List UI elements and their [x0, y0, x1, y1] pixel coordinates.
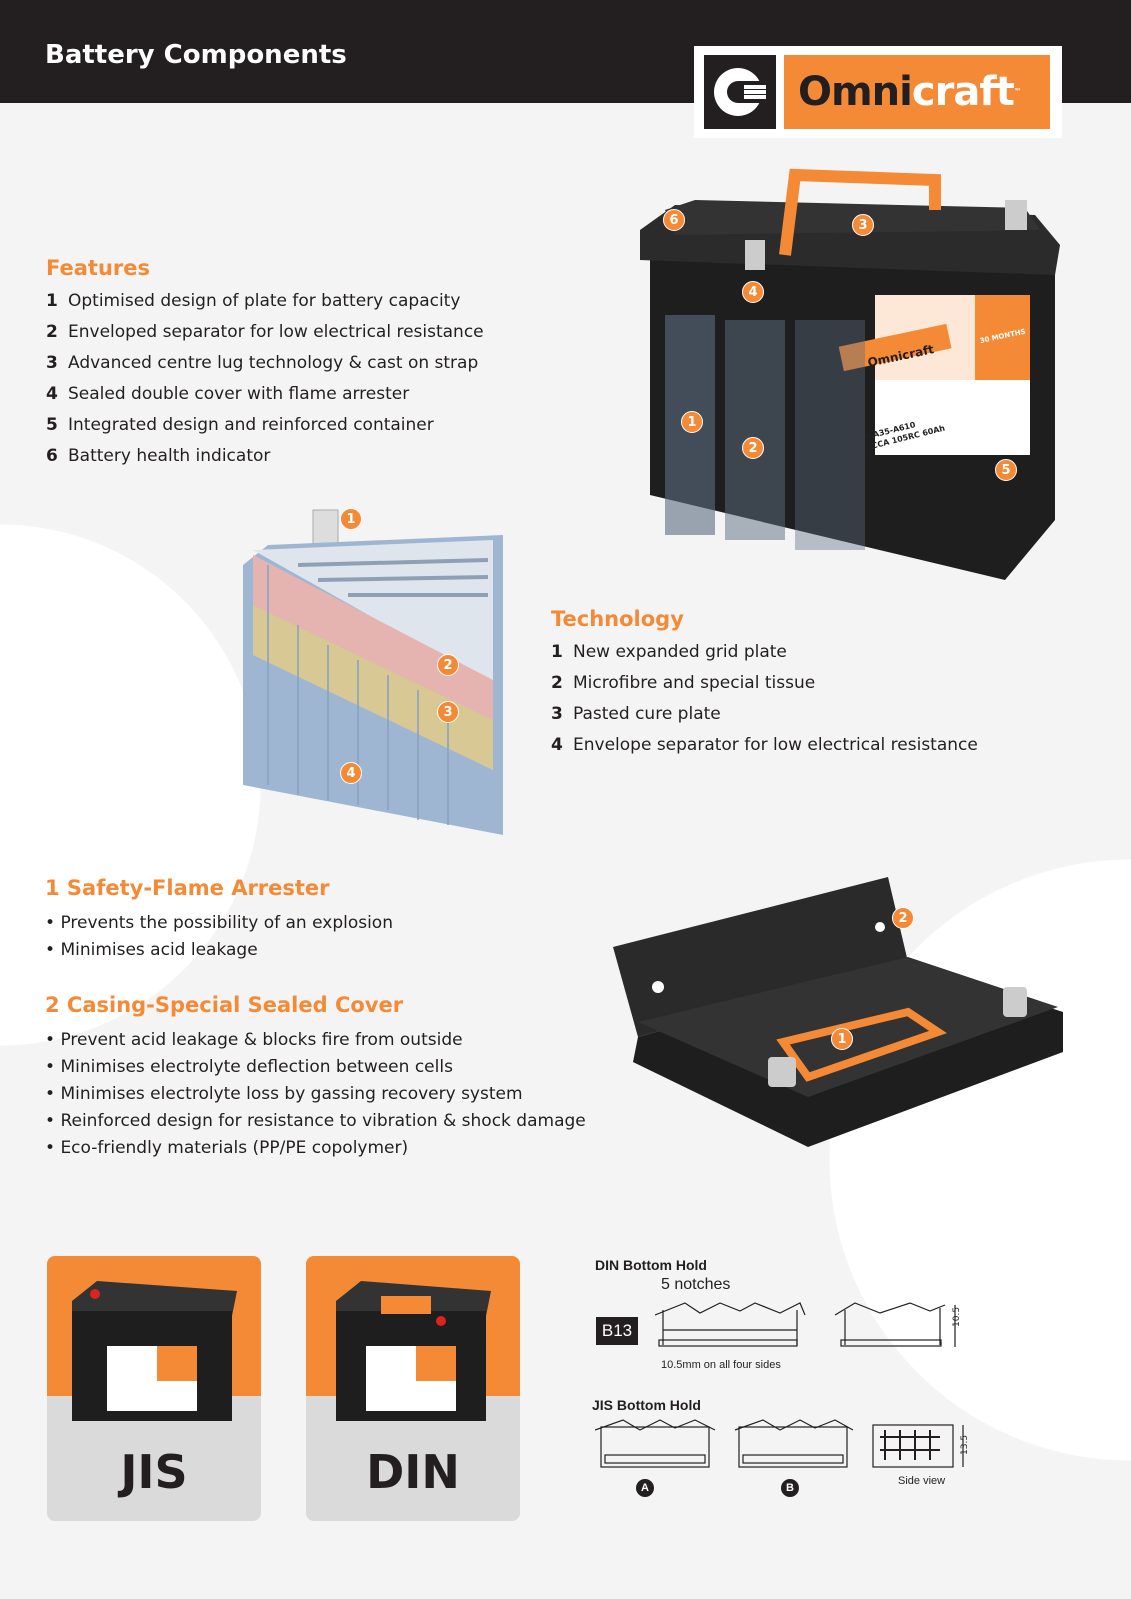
safety-title: 1 Safety-Flame Arrester: [45, 876, 330, 900]
list-item: Prevents the possibility of an explosion: [45, 913, 393, 940]
din-battery-image: [336, 1281, 491, 1421]
list-item: Reinforced design for resistance to vibr…: [45, 1111, 585, 1138]
jis-variant-a-marker: A: [636, 1479, 654, 1497]
svg-text:13.5: 13.5: [960, 1435, 970, 1455]
plate-image: [243, 509, 503, 835]
callout-badge: 2: [892, 907, 914, 929]
list-item: Minimises acid leakage: [45, 940, 393, 967]
list-item: Minimises electrolyte deflection between…: [45, 1057, 586, 1084]
list-item: Minimises electrolyte loss by gassing re…: [45, 1084, 586, 1111]
callout-badge: 4: [340, 762, 362, 784]
page-title: Battery Components: [45, 40, 347, 70]
jis-hold-drawing: 13.5: [595, 1419, 970, 1468]
svg-text:10.5: 10.5: [952, 1307, 962, 1327]
din-code-badge: B13: [596, 1317, 638, 1345]
callout-badge: 1: [340, 508, 362, 530]
jis-variant-b-marker: B: [781, 1479, 799, 1497]
omnicraft-logo: Omnicraft™: [694, 46, 1062, 138]
din-note: 10.5mm on all four sides: [661, 1359, 781, 1371]
callout-badge: 4: [742, 281, 764, 303]
casing-list: Prevent acid leakage & blocks fire from …: [45, 1030, 586, 1165]
side-view-label: Side view: [898, 1475, 946, 1487]
jis-hold-title: JIS Bottom Hold: [592, 1397, 701, 1413]
callout-badge: 5: [995, 459, 1017, 481]
battery-cutaway-image: Omnicraft 30 MONTHS QB-A35-A610 510CCA 1…: [640, 168, 1060, 580]
din-hold-drawing: 10.5: [655, 1302, 962, 1347]
logo-wordmark: Omnicraft™: [784, 55, 1050, 129]
callout-badge: 2: [742, 437, 764, 459]
sealed-cover-image: [613, 877, 1063, 1147]
callout-badge: 3: [437, 701, 459, 723]
callout-badge: 1: [831, 1028, 853, 1050]
jis-type-card: JIS: [47, 1256, 261, 1521]
list-item: Prevent acid leakage & blocks fire from …: [45, 1030, 586, 1057]
list-item: Eco-friendly materials (PP/PE copolymer): [45, 1138, 586, 1165]
callout-badge: 6: [663, 209, 685, 231]
jis-battery-image: [72, 1281, 237, 1421]
din-label: DIN: [366, 1445, 460, 1499]
din-notches: 5 notches: [661, 1276, 731, 1293]
logo-mark-icon: [704, 55, 776, 129]
callout-badge: 1: [681, 411, 703, 433]
jis-label: JIS: [120, 1445, 188, 1499]
casing-title: 2 Casing-Special Sealed Cover: [45, 993, 404, 1017]
callout-badge: 3: [852, 214, 874, 236]
din-type-card: DIN: [306, 1256, 520, 1521]
features-title: Features: [46, 256, 150, 280]
din-hold-title: DIN Bottom Hold: [595, 1257, 707, 1273]
safety-list: Prevents the possibility of an explosion…: [45, 913, 393, 967]
technology-title: Technology: [551, 607, 684, 631]
callout-badge: 2: [437, 654, 459, 676]
